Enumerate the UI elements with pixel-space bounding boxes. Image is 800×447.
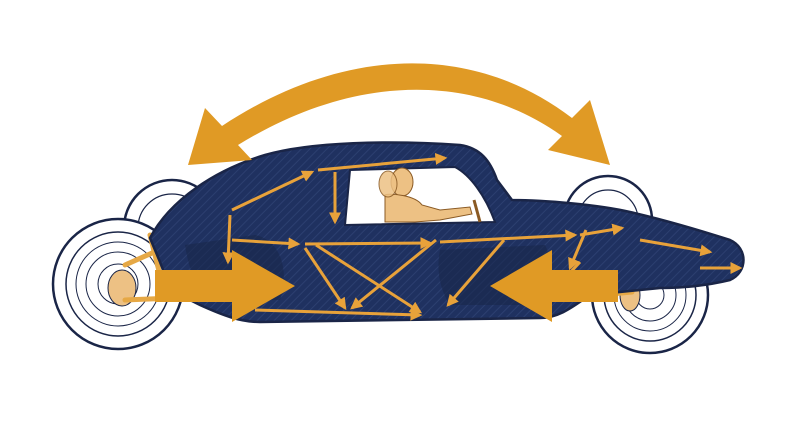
load-path-arrows [222, 152, 743, 321]
double-headed-curved-arrow-icon [188, 63, 610, 165]
steering-wheel [472, 199, 482, 223]
arrow-left-icon [490, 250, 618, 322]
seated-driver-icon [378, 167, 473, 223]
arrow-right-icon [155, 250, 295, 322]
